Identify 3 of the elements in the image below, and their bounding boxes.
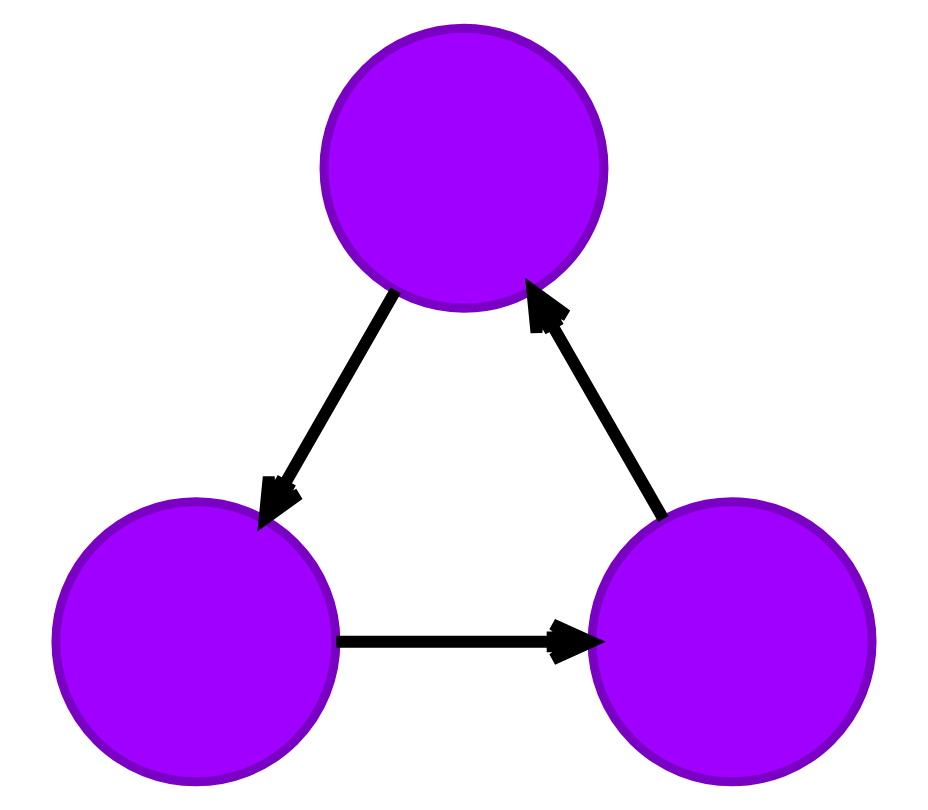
node-circle — [587, 497, 877, 787]
node-circle — [51, 497, 341, 787]
node-circle — [319, 23, 609, 313]
